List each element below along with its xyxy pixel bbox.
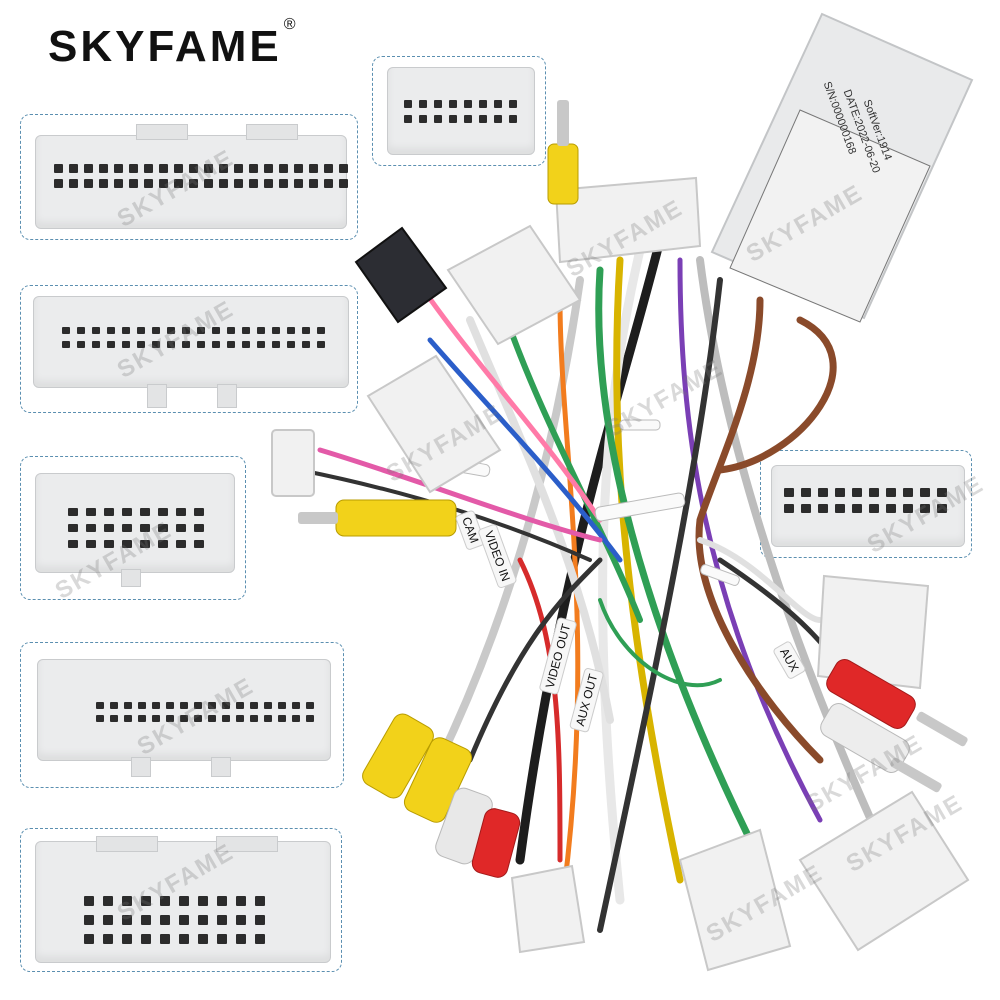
connector-32pin [37,659,331,761]
control-module [710,12,974,323]
connector-panel-7: SKYFAME [760,450,989,559]
watermark: SKYFAME [561,194,688,283]
connector-24pin [35,473,235,573]
brand-logo: SKYFAME® [48,16,299,72]
watermark: SKYFAME [741,179,868,268]
cable-label-video-out: VIDEO OUT [538,616,578,696]
connector-panel-2: SKYFAME [20,285,358,413]
connector-panel-3: SKYFAME [20,456,246,605]
brand-name: SKYFAME [48,22,282,71]
watermark: SKYFAME [701,859,828,948]
cable-label-aux: AUX [772,639,807,681]
cable-label-video-in: VIDEO IN [477,523,518,589]
watermark: SKYFAME [601,354,728,443]
black-connector [354,226,448,324]
watermark: SKYFAME [841,789,968,878]
cable-label-aux-out: AUX OUT [568,666,605,734]
watermark: SKYFAME [381,399,508,488]
connector-panel-4: SKYFAME [20,642,344,788]
connector-16pin [387,67,535,155]
connector-36pin [33,296,349,388]
watermark: SKYFAME [801,729,928,818]
registered-mark: ® [283,16,299,33]
connector-40pin [35,124,348,229]
connector-panel-5: SKYFAME [20,828,342,972]
connector-panel-1: SKYFAME [20,114,358,240]
connector-28pin [35,836,331,963]
connector-panel-6 [372,56,546,166]
